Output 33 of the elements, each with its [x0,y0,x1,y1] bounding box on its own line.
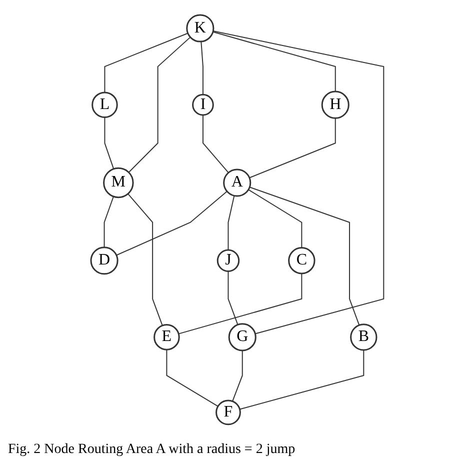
connector [202,114,229,174]
node-circle: K [186,14,214,43]
node-circle: B [350,324,377,352]
node-circle: I [192,94,214,116]
node-circle: E [153,324,180,351]
connector [178,273,302,335]
connector [104,33,188,94]
connector [116,191,228,256]
connector [128,36,190,174]
connector [104,117,114,170]
connector [127,194,163,326]
node-circle: H [321,91,350,120]
node-circle: J [216,250,240,272]
connector [227,271,238,326]
connector [212,30,384,334]
connector [200,41,204,96]
node-circle: A [222,168,251,198]
connector [227,195,234,251]
node-circle: D [90,246,118,275]
connector [248,189,302,249]
node-circle: L [91,92,118,118]
node-circle: G [228,323,256,352]
connector [248,186,360,326]
node-circle: F [215,400,241,426]
connector [238,350,364,410]
figure-caption: Fig. 2 Node Routing Area A with a radius = 2 jump [7,442,296,458]
connector [103,196,114,248]
node-circle: C [288,247,315,274]
node-circle: M [102,168,134,198]
connector [212,32,336,92]
connector [166,349,218,408]
connector [248,118,336,179]
connector [232,350,243,402]
